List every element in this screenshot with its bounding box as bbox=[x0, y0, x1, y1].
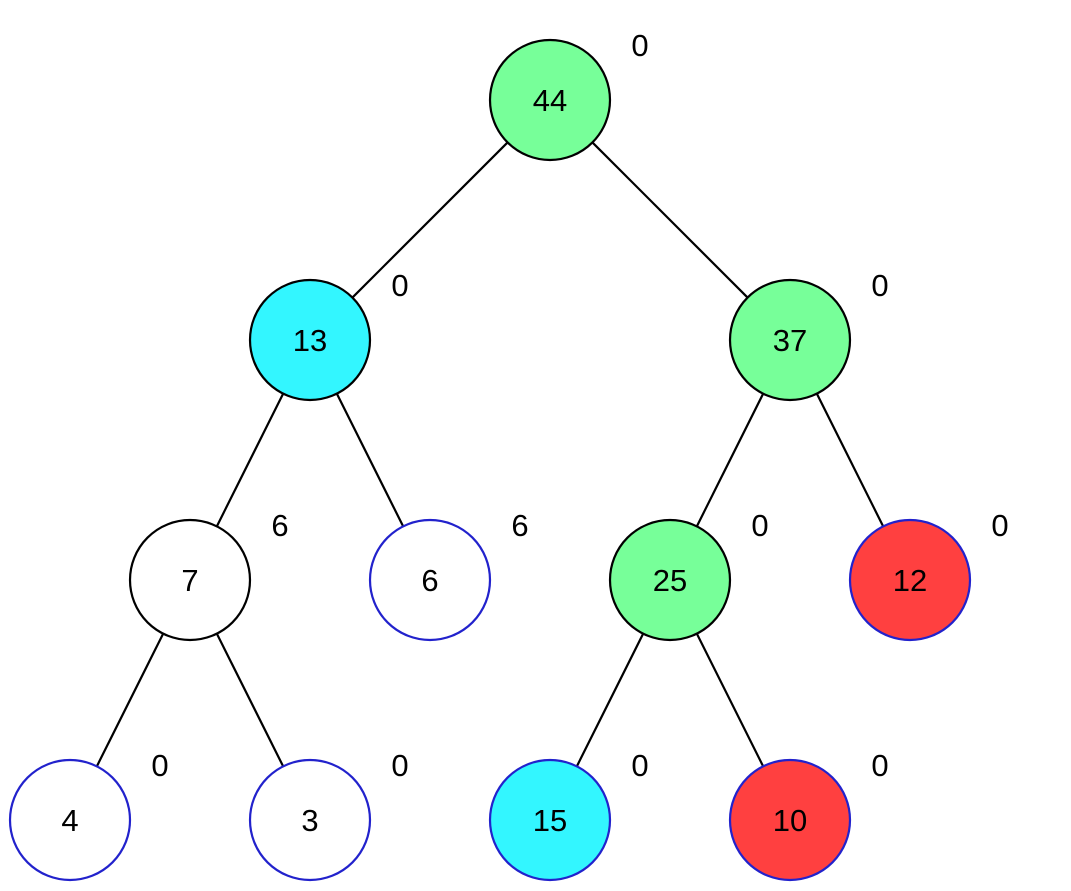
node-tag-label: 0 bbox=[871, 268, 888, 303]
node-circle bbox=[848, 518, 972, 642]
edge-n7-n4 bbox=[95, 633, 165, 767]
edge-n37-n25 bbox=[695, 393, 765, 527]
tree-node-7: 76 bbox=[128, 508, 289, 642]
tree-node-44: 44 0 bbox=[488, 28, 649, 162]
node-value-label: 6 bbox=[421, 563, 438, 598]
node-circle bbox=[248, 758, 372, 882]
node-value-label: 37 bbox=[773, 323, 807, 358]
node-value-label: 15 bbox=[533, 803, 567, 838]
node-value-label: 12 bbox=[893, 563, 927, 598]
tree-node-25: 25 0 bbox=[608, 508, 769, 642]
node-circle bbox=[728, 758, 852, 882]
tree-node-13: 13 0 bbox=[248, 268, 409, 402]
node-value-label: 7 bbox=[181, 563, 198, 598]
edge-n44-n37 bbox=[591, 141, 749, 299]
node-circle bbox=[488, 38, 612, 162]
node-tag-label: 0 bbox=[631, 748, 648, 783]
node-tag-label: 0 bbox=[631, 28, 648, 63]
node-circle bbox=[608, 518, 732, 642]
edge-n37-n12 bbox=[815, 393, 885, 527]
tree-node-4: 40 bbox=[8, 748, 169, 882]
node-circle bbox=[488, 758, 612, 882]
edge-n44-n13 bbox=[351, 141, 509, 299]
node-value-label: 10 bbox=[773, 803, 807, 838]
tree-node-3: 30 bbox=[248, 748, 409, 882]
tree-node-6: 66 bbox=[368, 508, 529, 642]
edges-layer bbox=[95, 141, 885, 767]
node-circle bbox=[8, 758, 132, 882]
node-tag-label: 0 bbox=[751, 508, 768, 543]
edge-n7-n3 bbox=[215, 633, 285, 767]
edge-n13-n6 bbox=[335, 393, 405, 527]
node-tag-label: 0 bbox=[151, 748, 168, 783]
node-tag-label: 0 bbox=[391, 268, 408, 303]
node-circle bbox=[368, 518, 492, 642]
tree-node-12: 12 0 bbox=[848, 508, 1009, 642]
node-value-label: 25 bbox=[653, 563, 687, 598]
tree-node-10: 10 0 bbox=[728, 748, 889, 882]
tree-node-15: 15 0 bbox=[488, 748, 649, 882]
node-value-label: 13 bbox=[293, 323, 327, 358]
node-tag-label: 0 bbox=[871, 748, 888, 783]
node-tag-label: 6 bbox=[271, 508, 288, 543]
node-value-label: 44 bbox=[533, 83, 567, 118]
tree-node-37: 37 0 bbox=[728, 268, 889, 402]
node-value-label: 3 bbox=[301, 803, 318, 838]
node-tag-label: 0 bbox=[391, 748, 408, 783]
node-tag-label: 0 bbox=[991, 508, 1008, 543]
node-tag-label: 6 bbox=[511, 508, 528, 543]
edge-n13-n7 bbox=[215, 393, 285, 527]
node-circle bbox=[248, 278, 372, 402]
node-circle bbox=[128, 518, 252, 642]
edge-n25-n10 bbox=[695, 633, 765, 767]
node-circle bbox=[728, 278, 852, 402]
node-value-label: 4 bbox=[61, 803, 78, 838]
edge-n25-n15 bbox=[575, 633, 645, 767]
